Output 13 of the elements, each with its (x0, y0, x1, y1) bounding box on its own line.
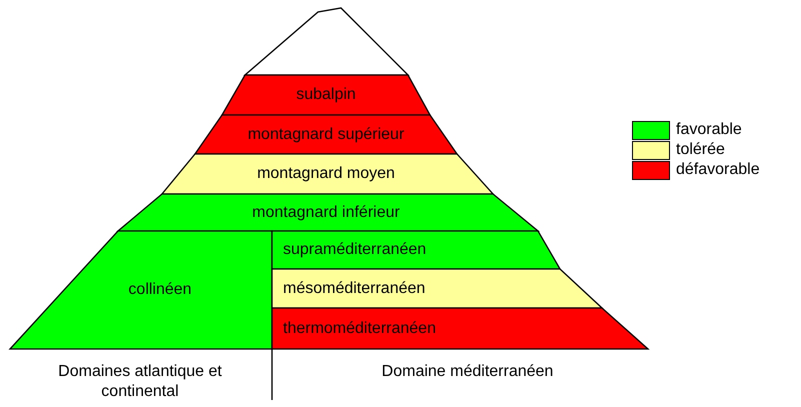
band-label: collinéen (128, 281, 192, 299)
legend-label: défavorable (676, 160, 760, 180)
band-label: montagnard supérieur (248, 126, 404, 144)
band-label: subalpin (296, 86, 356, 104)
domain-label: Domaines atlantique et continental (57, 362, 223, 402)
band-label: montagnard inférieur (252, 204, 400, 222)
band-label: thermoméditerranéen (283, 320, 436, 338)
band-label: supraméditerranéen (283, 241, 426, 259)
legend-label: tolérée (676, 140, 725, 160)
band-label: montagnard moyen (257, 165, 395, 183)
legend-label: favorable (676, 120, 742, 140)
band-label: mésoméditerranéen (283, 280, 426, 298)
domain-label: Domaine méditerranéen (380, 362, 554, 382)
